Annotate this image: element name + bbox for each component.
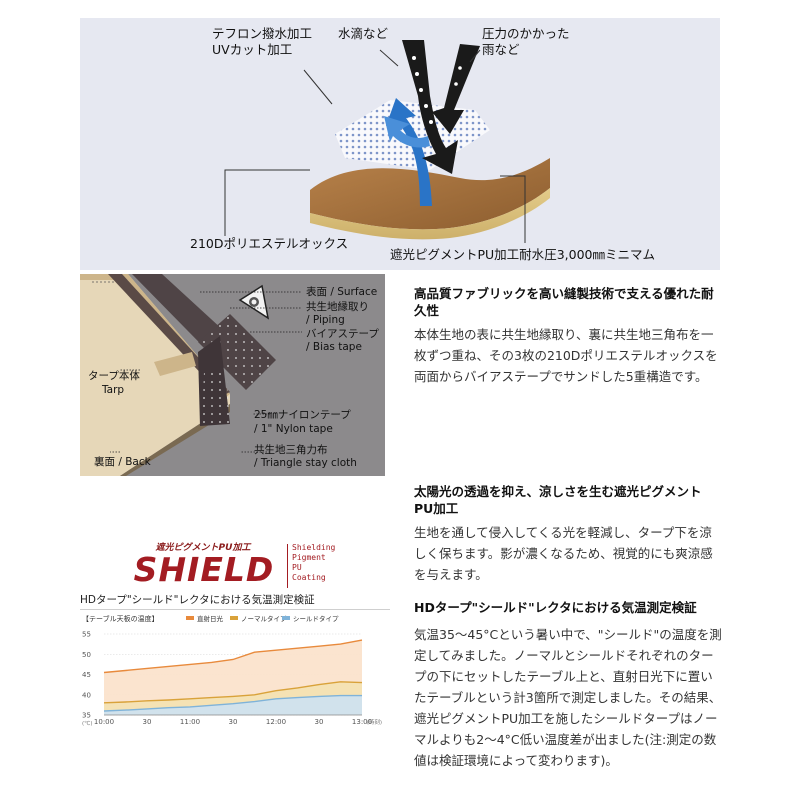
bias-tape-label-line2: / Bias tape (306, 341, 362, 353)
fabric-label: 210Dポリエステルオックス (190, 236, 349, 251)
surface-label: 表面 / Surface (306, 286, 378, 298)
x-tick-label: 11:00 (180, 718, 200, 726)
legend-swatch (282, 616, 290, 620)
chart-title: HDタープ"シールド"レクタにおける気温測定検証 (80, 594, 315, 606)
legend-label: シールドタイプ (293, 614, 339, 623)
series-line-1 (103, 681, 363, 704)
shield-logo: 遮光ピグメントPU加工 SHIELD Shielding Pigment PU … (128, 540, 358, 600)
durability-body: 本体生地の表に共生地縁取り、裏に共生地三角布を一枚ずつ重ね、その3枚の210Dポ… (414, 327, 718, 384)
piping-label-line2: / Piping (306, 314, 345, 326)
y-tick-label: 50 (82, 651, 91, 659)
legend-label: ノーマルタイプ (241, 614, 287, 623)
fabric-layer-diagram: テフロン撥水加工 UVカット加工 水滴など 圧力のかかった 雨など 210Dポリ… (80, 18, 720, 270)
y-tick-label: 35 (82, 712, 91, 720)
pu-coating-label: 遮光ピグメントPU加工耐水圧3,000㎜ミニマム (390, 247, 655, 262)
x-unit-label: (時刻) (367, 718, 382, 726)
series-line-0 (103, 639, 363, 674)
x-tick-label: 13:00 (352, 718, 372, 726)
durability-title: 高品質ファブリックを高い縫製技術で支える優れた耐久性 (414, 286, 714, 318)
tarp-corner-illustration (80, 274, 302, 476)
shield-logo-acronym: Shielding Pigment PU Coating (292, 543, 335, 583)
shield-logo-subtitle: 遮光ピグメントPU加工 (155, 543, 251, 553)
tarp-corner-diagram: 表面 / Surface 共生地縁取り / Piping バイアステープ / B… (80, 274, 385, 476)
droplets-label: 水滴など (338, 26, 389, 41)
temperature-test-title: HDタープ"シールド"レクタにおける気温測定検証 (414, 600, 697, 615)
shield-coating-body: 生地を通して侵入してくる光を軽減し、タープ下を涼しく保ちます。影が濃くなるため、… (414, 525, 713, 582)
legend-label: 直射日光 (197, 614, 224, 623)
temperature-area-chart: 【テーブル天板の温度】 直射日光 ノーマルタイプシールドタイプ 35 40 45 50 55 (… (82, 614, 382, 727)
piping-label-line1: 共生地縁取り (306, 301, 369, 313)
tarp-label-line1: タープ本体 (88, 370, 140, 382)
y-tick-label: 45 (82, 671, 91, 679)
back-label: 裏面 / Back (94, 456, 151, 468)
y-tick-label: 40 (82, 691, 91, 699)
legend-swatch (186, 616, 194, 620)
acronym-line-coating: Coating (292, 573, 326, 582)
shield-coating-title: 太陽光の透過を抑え、涼しさを生む遮光ピグメントPU加工 (414, 484, 702, 516)
shield-logo-divider (287, 544, 288, 588)
fabric-layer-illustration (224, 40, 550, 243)
nylon-tape-label-line2: / 1" Nylon tape (254, 423, 333, 435)
x-tick-label: 30 (229, 718, 238, 726)
chart-legend-title: 【テーブル天板の温度】 (82, 614, 159, 623)
chart-title-divider (80, 609, 390, 610)
x-tick-label: 10:00 (94, 718, 114, 726)
series-area-2 (104, 695, 362, 715)
legend-swatch (230, 616, 238, 620)
y-tick-label: 55 (82, 631, 91, 639)
stay-cloth-label-line1: 共生地三角力布 (254, 444, 328, 456)
teflon-label: テフロン撥水加工 (212, 26, 313, 41)
acronym-line-pigment: Pigment (292, 553, 326, 562)
temperature-test-body: 気温35～45°Cという暑い中で、"シールド"の温度を測定してみました。ノーマル… (414, 627, 722, 768)
tarp-label-line2: Tarp (102, 384, 125, 396)
nylon-tape-label-line1: 25㎜ナイロンテープ (254, 409, 351, 421)
x-tick-label: 12:00 (266, 718, 286, 726)
series-line-2 (103, 694, 362, 712)
shield-logo-wordmark: SHIELD (133, 550, 275, 589)
uvcut-label: UVカット加工 (212, 42, 293, 57)
y-unit-label: (℃) (82, 720, 92, 727)
acronym-line-shielding: Shielding (292, 543, 336, 552)
stay-cloth-label-line2: / Triangle stay cloth (254, 457, 357, 469)
bias-tape-label-line1: バイアステープ (306, 328, 379, 340)
acronym-line-pu: PU (292, 563, 302, 572)
x-tick-label: 30 (315, 718, 324, 726)
x-tick-label: 30 (143, 718, 152, 726)
pressure-label-line2: 雨など (482, 42, 520, 57)
pressure-label-line1: 圧力のかかった (482, 26, 570, 41)
